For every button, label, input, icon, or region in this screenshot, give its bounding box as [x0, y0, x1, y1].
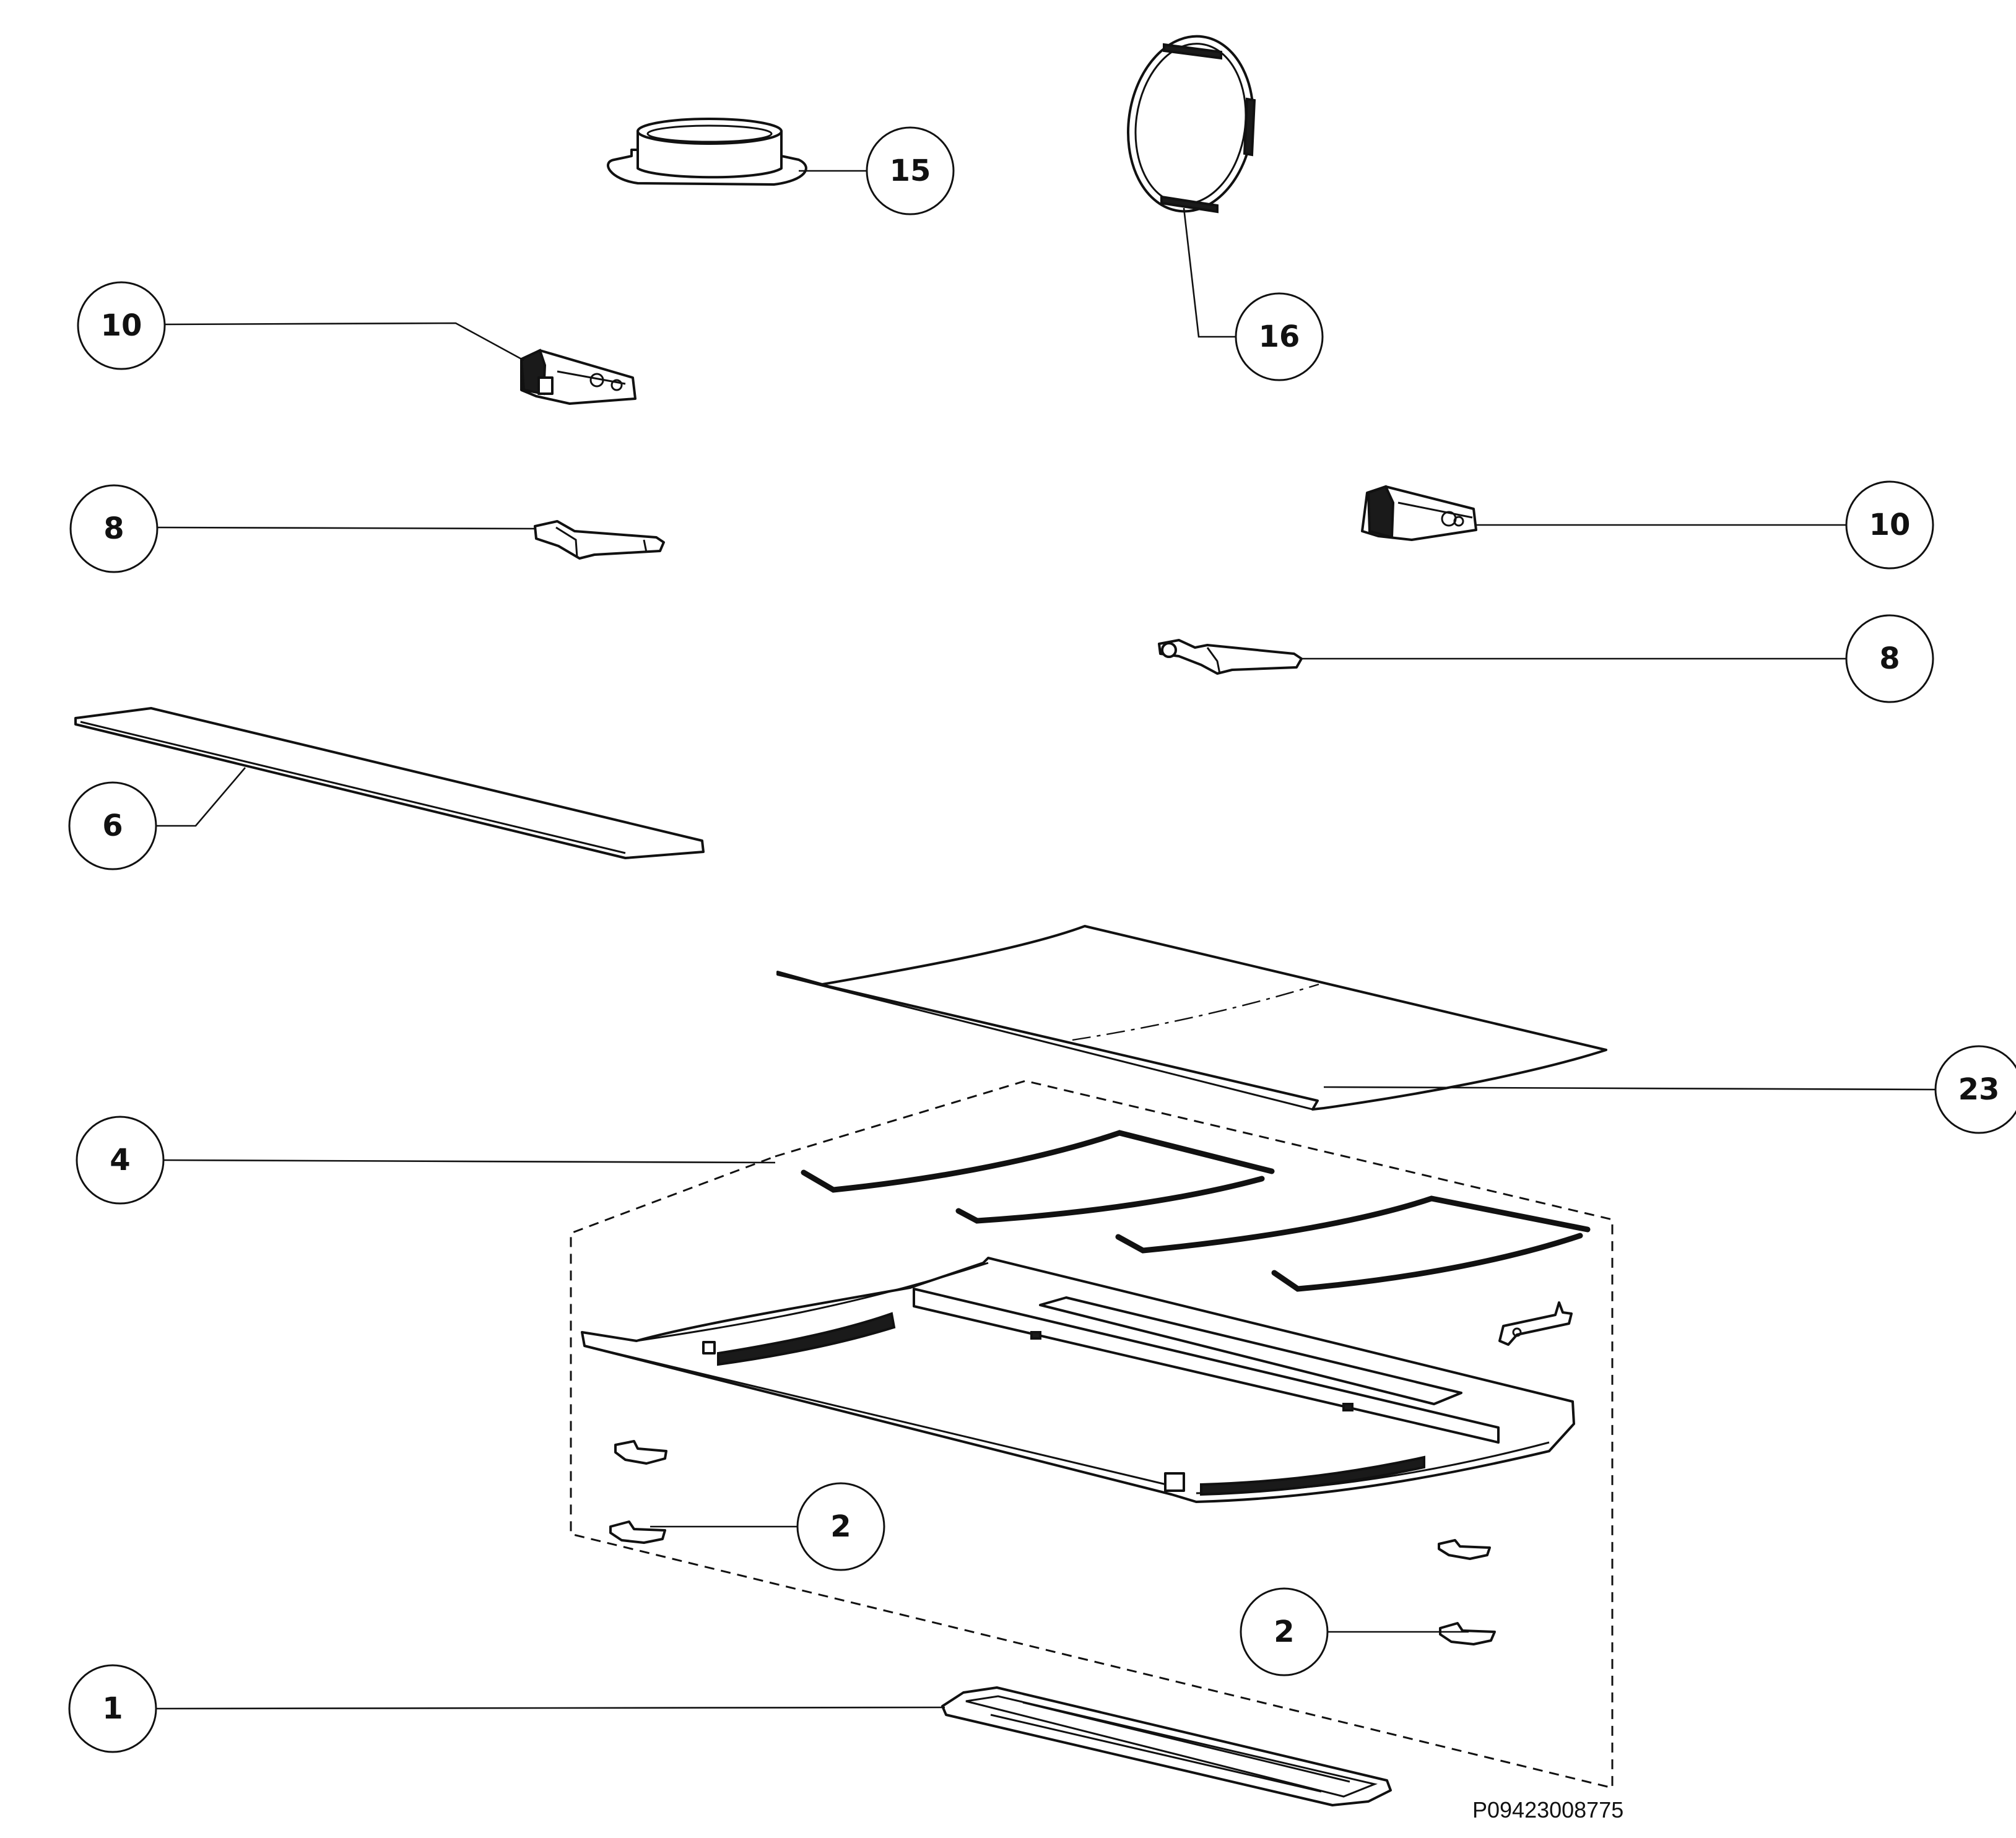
callout-10-left: 10 — [77, 281, 166, 370]
hinge-arm-right-part — [1158, 639, 1303, 675]
callout-8-right: 8 — [1845, 614, 1934, 703]
balloon-circle — [68, 781, 157, 870]
balloon-circle — [796, 1482, 885, 1571]
leader-lines — [155, 170, 1936, 1710]
hinge-arm-left-part — [534, 520, 665, 560]
clip-parts — [609, 1440, 1496, 1645]
balloon-number: 10 — [1869, 508, 1911, 542]
balloon-number: 1 — [102, 1691, 123, 1726]
glass-canopy-part — [776, 925, 1607, 1111]
callout-16: 16 — [1235, 292, 1324, 381]
balloon-number: 6 — [102, 808, 123, 843]
balloon-number: 4 — [110, 1143, 130, 1177]
balloon-number: 2 — [1274, 1615, 1294, 1649]
balloon-number: 16 — [1259, 319, 1300, 354]
balloon-circle — [77, 281, 166, 370]
callout-15: 15 — [866, 126, 955, 215]
balloon-circle — [1934, 1045, 2016, 1134]
balloon-number: 2 — [830, 1509, 851, 1544]
balloon-circle — [1235, 292, 1324, 381]
balloon-circle — [69, 484, 159, 573]
balloon-circle — [1240, 1587, 1329, 1676]
callout-10-right: 10 — [1845, 480, 1934, 570]
balloon-number: 8 — [1879, 641, 1900, 676]
hinge-bracket-right-part — [1361, 485, 1477, 541]
callout-1: 1 — [68, 1664, 157, 1753]
grease-filter-tray-part — [941, 1686, 1392, 1806]
callout-8-left: 8 — [69, 484, 159, 573]
balloon-number: 10 — [101, 308, 142, 343]
callout-4: 4 — [76, 1116, 165, 1205]
balloon-circle — [76, 1116, 165, 1205]
callout-6: 6 — [68, 781, 157, 870]
balloon-number: 15 — [890, 154, 931, 188]
frame-assembly-part — [570, 1080, 1614, 1789]
callout-2-left: 2 — [796, 1482, 885, 1571]
callout-23: 23 — [1934, 1045, 2016, 1134]
balloon-circle — [866, 126, 955, 215]
balloon-number: 23 — [1958, 1072, 2000, 1107]
round-filter-part — [1127, 35, 1256, 214]
balloon-circle — [1845, 614, 1934, 703]
callout-2-right: 2 — [1240, 1587, 1329, 1676]
balloon-number: 8 — [103, 511, 124, 546]
front-strip-part — [74, 707, 705, 859]
drawing-reference-code: P09423008775 — [1472, 1797, 1623, 1823]
flue-collar-part — [607, 118, 807, 186]
balloon-circle — [68, 1664, 157, 1753]
hinge-bracket-left-part — [519, 349, 637, 405]
balloon-circle — [1845, 480, 1934, 570]
